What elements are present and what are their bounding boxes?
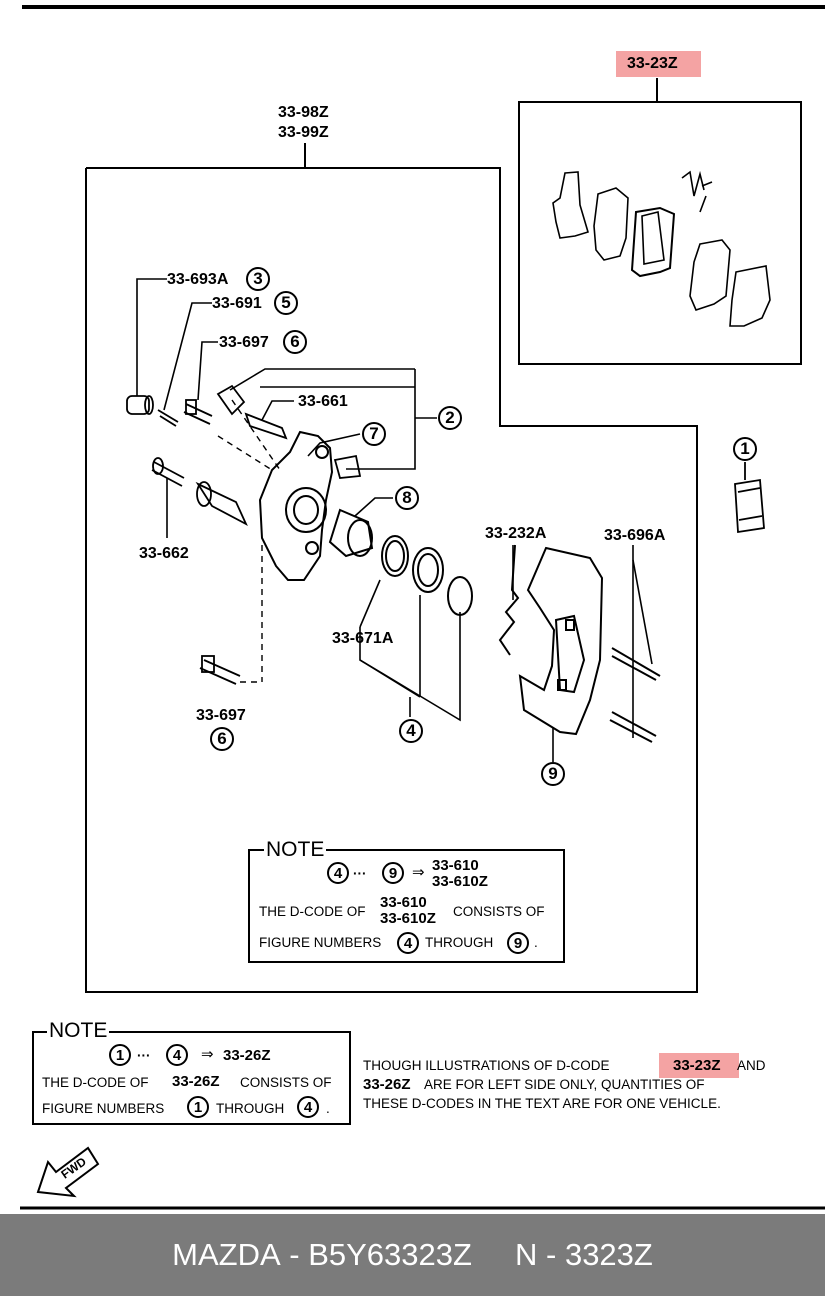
disclaimer-line1-suffix: AND	[737, 1058, 766, 1073]
figure-number-3: 3	[246, 267, 270, 291]
outer-note-arrow: ⇒	[201, 1046, 214, 1063]
inner-note-to: 9	[382, 862, 404, 884]
outer-note-title: NOTE	[47, 1019, 110, 1042]
footer-sep: -	[280, 1237, 309, 1272]
disclaimer-line1-code[interactable]: 33-23Z	[673, 1057, 721, 1074]
footer-brand: MAZDA	[172, 1237, 281, 1272]
label-33-671a[interactable]: 33-671A	[332, 630, 394, 647]
footer-bar: MAZDA - B5Y63323Z N - 3323Z	[0, 1214, 825, 1296]
inner-note-line2-prefix: THE D-CODE OF	[259, 904, 366, 919]
figure-number-6-bottom: 6	[210, 727, 234, 751]
figure-number-9: 9	[541, 762, 565, 786]
label-33-662[interactable]: 33-662	[139, 545, 189, 562]
disclaimer-line2-text: ARE FOR LEFT SIDE ONLY, QUANTITIES OF	[424, 1077, 705, 1092]
assembly-code-2[interactable]: 33-99Z	[278, 124, 329, 141]
inner-note-title: NOTE	[264, 838, 327, 861]
inner-note-code-2[interactable]: 33-610Z	[432, 873, 488, 890]
outer-note-dots: ···	[137, 1048, 151, 1063]
figure-number-6-top: 6	[283, 330, 307, 354]
label-33-232a[interactable]: 33-232A	[485, 525, 547, 542]
outer-note-line3-to: 4	[297, 1096, 319, 1118]
footer-code-label[interactable]: N - 3323Z	[515, 1237, 653, 1272]
outer-note-line2-code[interactable]: 33-26Z	[172, 1073, 220, 1090]
highlight-code-box	[616, 51, 701, 77]
top-rule	[22, 5, 825, 9]
inner-note-dots: ···	[353, 866, 367, 881]
outer-note-to: 4	[166, 1044, 188, 1066]
outer-note-line2-prefix: THE D-CODE OF	[42, 1075, 149, 1090]
inner-note-line2-code-1[interactable]: 33-610	[380, 894, 427, 911]
disclaimer-line3: THESE D-CODES IN THE TEXT ARE FOR ONE VE…	[363, 1096, 721, 1111]
disclaimer-line1-prefix: THOUGH ILLUSTRATIONS OF D-CODE	[363, 1058, 610, 1073]
label-33-697-bottom[interactable]: 33-697	[196, 707, 246, 724]
label-33-696a[interactable]: 33-696A	[604, 527, 666, 544]
inner-note-line2-code-2[interactable]: 33-610Z	[380, 910, 436, 927]
inner-note-arrow: ⇒	[412, 864, 425, 881]
inner-note-line3-prefix: FIGURE NUMBERS	[259, 935, 382, 950]
outer-note-code[interactable]: 33-26Z	[223, 1047, 271, 1064]
outer-note-line3-mid: THROUGH	[216, 1101, 285, 1116]
label-33-691[interactable]: 33-691	[212, 295, 262, 312]
label-33-661[interactable]: 33-661	[298, 393, 348, 410]
outer-note-line2-suffix: CONSISTS OF	[240, 1075, 332, 1090]
disclaimer-highlight	[659, 1053, 739, 1078]
inner-note-line2-suffix: CONSISTS OF	[453, 904, 545, 919]
label-33-697-top[interactable]: 33-697	[219, 334, 269, 351]
inner-note-line3-end: .	[534, 935, 538, 950]
fwd-arrow-icon	[36, 1146, 100, 1198]
outer-note-from: 1	[109, 1044, 131, 1066]
figure-number-8: 8	[395, 486, 419, 510]
outer-note-line3-prefix: FIGURE NUMBERS	[42, 1101, 165, 1116]
inner-note-line3-to: 9	[507, 932, 529, 954]
label-33-693a[interactable]: 33-693A	[167, 271, 229, 288]
pad-kit-frame	[518, 101, 802, 365]
figure-number-4: 4	[399, 719, 423, 743]
inner-note-code-1[interactable]: 33-610	[432, 857, 479, 874]
assembly-code-1[interactable]: 33-98Z	[278, 104, 329, 121]
footer-gap	[472, 1237, 515, 1273]
outer-note-line3-end: .	[326, 1101, 330, 1116]
figure-number-1: 1	[733, 437, 757, 461]
footer-part-number[interactable]: B5Y63323Z	[308, 1237, 472, 1272]
inner-note-line3-from: 4	[397, 932, 419, 954]
inner-note-from: 4	[327, 862, 349, 884]
inner-note-line3-mid: THROUGH	[425, 935, 494, 950]
disclaimer-line2-code[interactable]: 33-26Z	[363, 1076, 411, 1093]
pad-kit-code[interactable]: 33-23Z	[627, 55, 678, 72]
outer-note-line3-from: 1	[187, 1096, 209, 1118]
figure-number-7: 7	[362, 422, 386, 446]
figure-number-2: 2	[438, 406, 462, 430]
figure-number-5: 5	[274, 291, 298, 315]
